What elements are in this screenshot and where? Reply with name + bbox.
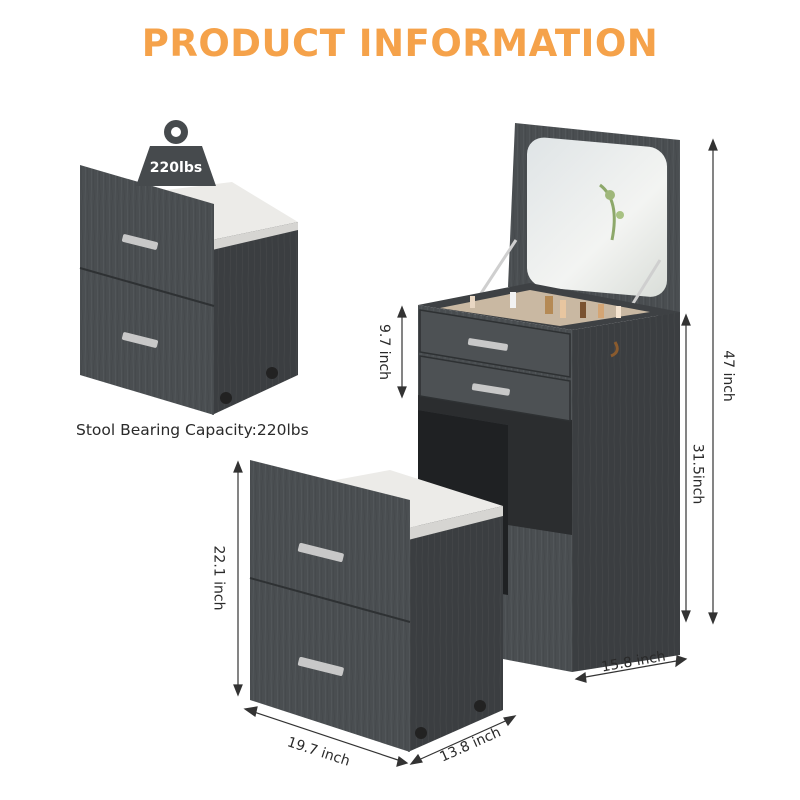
dim-total-height: 47 inch xyxy=(719,350,736,402)
dimension-lines xyxy=(233,138,718,767)
dim-stool-height: 22.1 inch xyxy=(210,545,227,611)
weight-icon xyxy=(136,120,216,186)
vanity-desk xyxy=(418,123,680,672)
page-title: PRODUCT INFORMATION xyxy=(141,22,659,65)
stool-top-left xyxy=(79,165,298,415)
dim-drawer-height: 9.7 inch xyxy=(376,323,393,381)
weight-badge-label: 220lbs xyxy=(149,160,203,176)
stool-capacity-caption: Stool Bearing Capacity:220lbs xyxy=(76,421,309,439)
stool-front xyxy=(249,460,503,752)
dim-desk-height: 31.5inch xyxy=(689,443,706,505)
